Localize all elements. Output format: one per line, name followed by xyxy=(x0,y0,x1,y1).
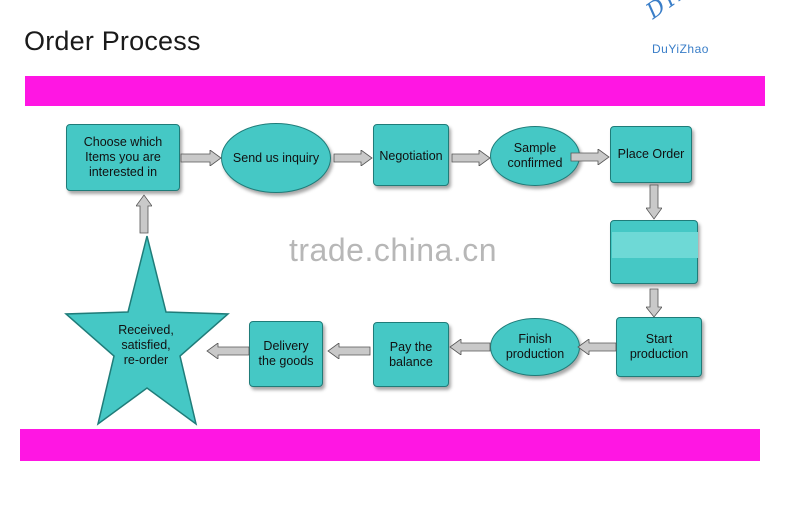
step-start-production: Start production xyxy=(616,317,702,377)
step-negotiation: Negotiation xyxy=(373,124,449,186)
step-sample-confirmed-label: Sample confirmed xyxy=(507,141,563,170)
arrow-right-icon xyxy=(451,150,491,166)
step-sample-confirmed: Sample confirmed xyxy=(490,126,580,186)
step-place-order: Place Order xyxy=(610,126,692,183)
top-color-band xyxy=(25,76,765,106)
brand-logo: DYZ DuYiZhao xyxy=(632,0,742,72)
step-negotiation-label: Negotiation xyxy=(379,149,443,163)
step-finish-production: Finish production xyxy=(490,318,580,376)
step-start-production-label: Start production xyxy=(629,332,689,361)
arrow-left-icon xyxy=(327,343,371,359)
arrow-left-icon xyxy=(206,343,250,359)
logo-mark: DYZ xyxy=(642,0,696,25)
bottom-color-band xyxy=(20,429,760,461)
step-pay-balance: Pay the balance xyxy=(373,322,449,387)
logo-text: DuYiZhao xyxy=(652,42,709,56)
arrow-right-icon xyxy=(570,149,610,165)
watermark-text: trade.china.cn xyxy=(289,232,498,268)
arrow-up-icon xyxy=(136,194,152,234)
arrow-down-icon xyxy=(646,288,662,318)
arrow-left-icon xyxy=(577,339,617,355)
step-received-label: Received, satisfied, re-order xyxy=(118,323,174,367)
step-choose-items: Choose which Items you are interested in xyxy=(66,124,180,191)
step-choose-items-label: Choose which Items you are interested in xyxy=(83,135,163,179)
arrow-left-icon xyxy=(449,339,491,355)
step-delivery: Delivery the goods xyxy=(249,321,323,387)
watermark-overlay-strip xyxy=(612,232,698,258)
step-received-star xyxy=(64,235,230,426)
page-title: Order Process xyxy=(24,26,201,56)
arrow-right-icon xyxy=(333,150,373,166)
step-pay-balance-label: Pay the balance xyxy=(389,339,433,369)
step-send-inquiry-label: Send us inquiry xyxy=(232,150,320,165)
step-delivery-label: Delivery the goods xyxy=(258,339,314,368)
arrow-right-icon xyxy=(180,150,222,166)
step-place-order-label: Place Order xyxy=(617,147,685,161)
step-send-inquiry: Send us inquiry xyxy=(221,123,331,193)
step-finish-production-label: Finish production xyxy=(505,332,565,361)
arrow-down-icon xyxy=(646,184,662,220)
